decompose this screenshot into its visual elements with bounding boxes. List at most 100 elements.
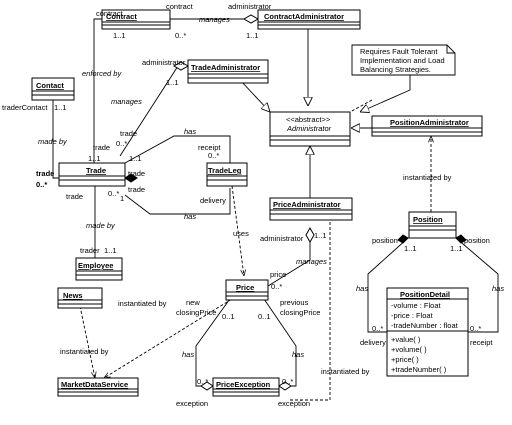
dependency-price-mds bbox=[104, 293, 241, 378]
class-market-data-service[interactable]: MarketDataService bbox=[57, 377, 139, 397]
class-contract-administrator[interactable]: ContractAdministrator bbox=[257, 9, 361, 30]
class-name: Price bbox=[236, 283, 254, 292]
assoc-name: uses bbox=[233, 229, 249, 238]
class-name: Employee bbox=[78, 261, 113, 270]
class-contract[interactable]: Contract bbox=[101, 9, 171, 30]
role-label: trade bbox=[36, 169, 54, 178]
multiplicity: 0..* bbox=[208, 151, 219, 160]
attribute: -price : Float bbox=[391, 311, 434, 320]
role-label: closingPrice bbox=[176, 308, 216, 317]
multiplicity: 1..1 bbox=[88, 154, 101, 163]
aggregation-diamond bbox=[305, 226, 315, 244]
role-label: trade bbox=[120, 129, 137, 138]
assoc-contact-trade bbox=[52, 100, 59, 179]
multiplicity: 0..1 bbox=[258, 312, 271, 321]
multiplicity: 1..1 bbox=[104, 246, 117, 255]
multiplicity: 0..* bbox=[282, 377, 293, 386]
role-label: trade bbox=[128, 169, 145, 178]
role-label: trade bbox=[93, 143, 110, 152]
role-label: contract bbox=[96, 9, 124, 18]
class-name: ContractAdministrator bbox=[264, 12, 344, 21]
operation: +value( ) bbox=[391, 335, 421, 344]
class-trade-leg[interactable]: TradeLeg bbox=[206, 162, 248, 187]
assoc-priceadmin-price bbox=[267, 242, 311, 287]
class-name: TradeLeg bbox=[208, 166, 242, 175]
class-name: Contract bbox=[106, 12, 137, 21]
class-price[interactable]: Price bbox=[225, 279, 269, 301]
class-position-administrator[interactable]: PositionAdministrator bbox=[371, 115, 483, 137]
note-line: Requires Fault Tolerant bbox=[360, 47, 438, 56]
class-name: TradeAdministrator bbox=[191, 63, 260, 72]
role-label: price bbox=[270, 270, 286, 279]
aggregation-diamond bbox=[242, 14, 260, 24]
assoc-name: made by bbox=[86, 221, 116, 230]
role-label: receipt bbox=[470, 338, 493, 347]
assoc-name: instantiated by bbox=[403, 173, 452, 182]
attribute: -volume : Float bbox=[391, 301, 442, 310]
assoc-name: instantiated by bbox=[321, 367, 370, 376]
dependency-exception-priceadmin bbox=[290, 210, 330, 401]
role-label: new bbox=[186, 298, 200, 307]
connectors bbox=[52, 14, 499, 401]
multiplicity: 0..* bbox=[36, 180, 47, 189]
assoc-name: has bbox=[492, 284, 504, 293]
multiplicity: 0..* bbox=[271, 282, 282, 291]
dependency-uses bbox=[231, 185, 244, 276]
role-label: delivery bbox=[200, 196, 226, 205]
aggregation-diamond bbox=[278, 381, 292, 391]
multiplicity: 0..* bbox=[197, 377, 208, 386]
class-name: News bbox=[63, 291, 83, 300]
class-name: PositionAdministrator bbox=[390, 118, 469, 127]
operation: +tradeNumber( ) bbox=[391, 365, 447, 374]
multiplicity: 1..1 bbox=[450, 244, 463, 253]
role-label: delivery bbox=[360, 338, 386, 347]
multiplicity: 1..1 bbox=[113, 31, 126, 40]
assoc-position-detail-receipt bbox=[455, 237, 499, 333]
assoc-name: has bbox=[356, 284, 368, 293]
composition-diamond bbox=[397, 234, 409, 244]
class-price-administrator[interactable]: PriceAdministrator bbox=[269, 197, 353, 221]
role-label: trade bbox=[128, 185, 145, 194]
attribute: -tradeNumber : float bbox=[391, 321, 459, 330]
class-trade-administrator[interactable]: TradeAdministrator bbox=[187, 59, 269, 84]
assoc-name: has bbox=[184, 127, 196, 136]
role-label: trader bbox=[80, 246, 100, 255]
class-employee[interactable]: Employee bbox=[75, 257, 123, 281]
note-anchor bbox=[349, 99, 373, 113]
class-trade[interactable]: Trade bbox=[58, 162, 126, 187]
aggregation-diamond bbox=[200, 381, 214, 391]
class-position-detail[interactable]: PositionDetail -volume : Float -price : … bbox=[386, 287, 469, 377]
multiplicity: 0..* bbox=[175, 31, 186, 40]
class-news[interactable]: News bbox=[57, 287, 103, 309]
multiplicity: 0..1 bbox=[222, 312, 235, 321]
assoc-name: instantiated by bbox=[60, 347, 109, 356]
role-label: administrator bbox=[228, 2, 272, 11]
multiplicity: 1..1 bbox=[54, 103, 67, 112]
role-label: position bbox=[464, 236, 490, 245]
dependency-news-mds bbox=[79, 305, 95, 378]
role-label: position bbox=[372, 236, 398, 245]
assoc-name: enforced by bbox=[82, 69, 122, 78]
class-position[interactable]: Position bbox=[408, 211, 457, 239]
class-administrator[interactable]: <<abstract>> Administrator bbox=[269, 111, 351, 147]
multiplicity: 1..1 bbox=[129, 154, 142, 163]
assoc-name: has bbox=[182, 350, 194, 359]
multiplicity: 1..1 bbox=[314, 231, 327, 240]
class-contact[interactable]: Contact bbox=[31, 77, 75, 101]
class-name: MarketDataService bbox=[61, 380, 128, 389]
class-price-exception[interactable]: PriceException bbox=[212, 377, 280, 397]
role-label: administrator bbox=[142, 58, 186, 67]
role-label: administrator bbox=[260, 234, 304, 243]
class-name: Contact bbox=[36, 81, 64, 90]
multiplicity: 0..* bbox=[108, 189, 119, 198]
assoc-name: manages bbox=[296, 257, 327, 266]
role-label: closingPrice bbox=[280, 308, 320, 317]
role-label: previous bbox=[280, 298, 309, 307]
role-label: contract bbox=[166, 2, 194, 11]
role-label: trade bbox=[66, 192, 83, 201]
note-line: Implementation and Load bbox=[360, 56, 445, 65]
stereotype: <<abstract>> bbox=[286, 115, 331, 124]
multiplicity: 0..* bbox=[372, 324, 383, 333]
assoc-name: has bbox=[184, 212, 196, 221]
